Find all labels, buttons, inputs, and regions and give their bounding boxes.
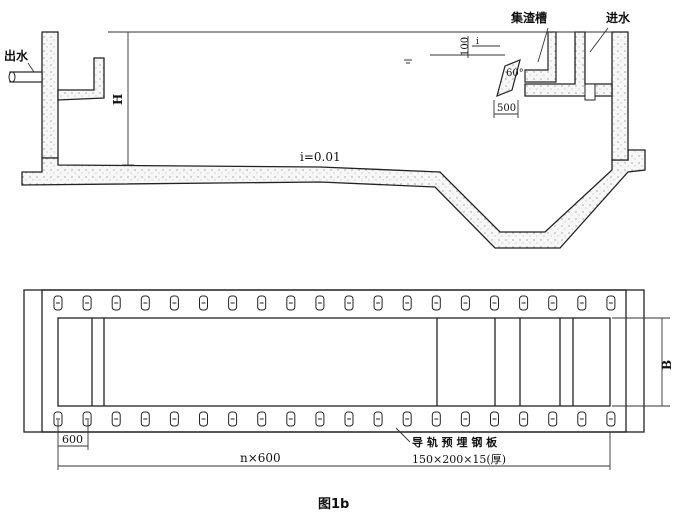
outlet-label: 出水 xyxy=(4,48,29,63)
angle-label: 60° xyxy=(506,68,524,79)
outlet-pipe-end xyxy=(8,71,16,83)
rail-plates-top xyxy=(53,295,616,311)
inlet-label: 进水 xyxy=(606,10,631,25)
collector-wall xyxy=(524,31,557,83)
collector-leader xyxy=(537,27,549,63)
depth-label: H xyxy=(111,94,125,105)
water-level-symbol xyxy=(404,59,412,64)
plan-basin xyxy=(57,317,611,407)
slope-label: i=0.01 xyxy=(300,150,341,164)
outlet-leader xyxy=(27,62,35,73)
plate-label: 导 轨 预 埋 钢 板 xyxy=(412,435,498,449)
plan-inner-outline xyxy=(41,289,627,433)
rail-plates-bottom xyxy=(53,411,616,427)
inlet-channel xyxy=(524,31,613,97)
inclined-baffle xyxy=(496,58,521,98)
dim-bay-label: 600 xyxy=(62,433,83,446)
collector-label: 集渣槽 xyxy=(510,10,547,25)
plan-outline xyxy=(23,289,645,433)
right-wall xyxy=(611,31,629,161)
inlet-leader xyxy=(589,27,609,53)
outlet-weir xyxy=(57,57,105,101)
plate-leader xyxy=(395,427,411,443)
plan-view: B 600 n×600 导 轨 预 埋 钢 板 150×200×15(厚) xyxy=(23,289,674,470)
dim-500-label: 500 xyxy=(497,103,516,114)
figure-caption: 图1b xyxy=(318,497,349,512)
dim-small-i: i xyxy=(476,37,479,47)
left-wall xyxy=(41,31,59,159)
bottom-slab xyxy=(21,149,646,249)
plate-size: 150×200×15(厚) xyxy=(412,453,506,466)
dim-total-label: n×600 xyxy=(240,451,281,465)
dim-width-label: B xyxy=(660,360,674,370)
dim-100-label: 100 xyxy=(460,37,471,56)
section-view: H 100 i 60° 500 i=0.01 出水 集渣槽 进水 xyxy=(4,10,646,249)
inlet-pipe-stub xyxy=(584,83,596,101)
